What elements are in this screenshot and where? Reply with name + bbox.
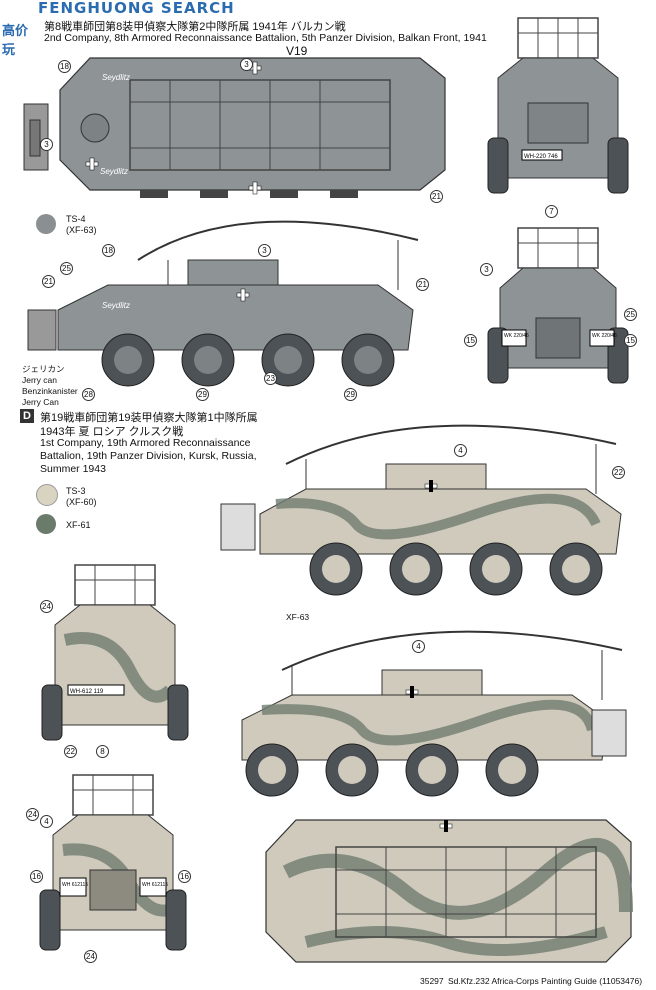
- plate-front-left-d: WH 612115: [62, 882, 88, 888]
- section-d-title-en-2: Battalion, 19th Panzer Division, Kursk, …: [40, 450, 257, 462]
- callout-21c: 21: [416, 278, 429, 291]
- callout-18: 18: [58, 60, 71, 73]
- section-c-title-jp: 第8戦車師団第8装甲偵察大隊第2中隊所属 1941年 バルカン戦: [44, 21, 346, 33]
- callout-3b: 3: [40, 138, 53, 151]
- callout-3d: 3: [480, 263, 493, 276]
- callout-28: 28: [82, 388, 95, 401]
- section-c-top-view: Seydlitz Seydlitz: [23, 57, 446, 198]
- callout-21b: 21: [42, 275, 55, 288]
- hull-side: [57, 284, 414, 351]
- callout-29: 29: [196, 388, 209, 401]
- section-d-title-jp-2: 1943年 夏 ロシア クルスク戦: [40, 426, 184, 438]
- callout-16b: 16: [178, 870, 191, 883]
- callout-16: 16: [30, 870, 43, 883]
- plate-front-right-d: WH 612115: [142, 882, 168, 888]
- swatch-ts3-name: TS-3: [66, 486, 86, 496]
- callout-22b: 22: [64, 745, 77, 758]
- hull-top: [59, 57, 446, 191]
- callout-7: 7: [545, 205, 558, 218]
- callout-24: 24: [40, 600, 53, 613]
- plate-rear-d: WH-612 119: [70, 689, 104, 695]
- swatch-xf61-name: XF-61: [66, 520, 91, 530]
- vehicle-code: V19: [286, 44, 308, 58]
- callout-15b: 15: [624, 334, 637, 347]
- frame-antenna: [137, 220, 419, 261]
- swatch-ts4: [36, 214, 56, 234]
- unit-name-side-top: Seydlitz: [100, 167, 128, 176]
- footer-text: Sd.Kfz.232 Africa-Corps Painting Guide (…: [448, 976, 643, 986]
- section-d-side-view-2: [241, 630, 627, 797]
- jerrycan-jp: ジェリカン: [22, 364, 65, 374]
- unit-name-side: Seydlitz: [102, 301, 130, 310]
- plate-front-left: WK 220/46: [504, 333, 529, 339]
- swatch-ts4-name: TS-4: [66, 214, 86, 224]
- callout-4c: 4: [40, 815, 53, 828]
- antenna-paint-label: XF-63: [286, 612, 310, 622]
- footer-part-no: 35297: [420, 976, 444, 986]
- section-c-front-view: WK 220/46 WK 220/46: [487, 227, 629, 384]
- swatch-ts3: [36, 484, 58, 506]
- section-d-rear-view: WH-612 119: [41, 564, 189, 741]
- callout-29b: 29: [344, 388, 357, 401]
- callout-3: 3: [240, 58, 253, 71]
- section-c-side-view: Seydlitz: [27, 220, 419, 387]
- callout-4b: 4: [412, 640, 425, 653]
- section-d-title-en-1: 1st Company, 19th Armored Reconnaissance: [40, 437, 251, 449]
- antenna-frame: [129, 79, 391, 171]
- jerrycan-en1: Jerry can: [22, 375, 57, 385]
- swatch-xf61: [36, 514, 56, 534]
- callout-23: 23: [264, 372, 277, 385]
- section-d-top-view: [265, 819, 633, 963]
- callout-3c: 3: [258, 244, 271, 257]
- callout-25: 25: [60, 262, 73, 275]
- callout-4: 4: [454, 444, 467, 457]
- callout-25b: 25: [624, 308, 637, 321]
- callout-24b: 24: [26, 808, 39, 821]
- section-d-title-jp-1: 第19戦車師団第19装甲偵察大隊第1中隊所属: [40, 412, 258, 424]
- unit-name-top: Seydlitz: [102, 73, 130, 82]
- callout-24c: 24: [84, 950, 97, 963]
- section-c-rear-view: WH-220 746: [487, 17, 629, 194]
- callout-22: 22: [612, 466, 625, 479]
- watermark-side: 高价玩: [2, 24, 29, 58]
- section-d-side-view-1: [220, 424, 622, 596]
- swatch-ts4-code: (XF-63): [66, 225, 97, 235]
- section-d-front-view: WH 612115 WH 612115: [39, 774, 187, 951]
- jerrycan-en3: Jerry Can: [22, 397, 59, 407]
- watermark: FENGHUONG SEARCH: [38, 0, 235, 17]
- plate-rear: WH-220 746: [524, 154, 558, 160]
- spare-wheel: [80, 113, 110, 143]
- callout-21: 21: [430, 190, 443, 203]
- section-d-title-en-3: Summer 1943: [40, 463, 106, 475]
- callout-15: 15: [464, 334, 477, 347]
- section-d-badge: D: [20, 409, 34, 423]
- callout-18b: 18: [102, 244, 115, 257]
- callout-8: 8: [96, 745, 109, 758]
- swatch-ts3-code: (XF-60): [66, 497, 97, 507]
- section-c-title-en: 2nd Company, 8th Armored Reconnaissance …: [44, 32, 487, 44]
- plate-front-right: WK 220/46: [592, 333, 617, 339]
- jerrycan-en2: Benzinkanister: [22, 386, 78, 396]
